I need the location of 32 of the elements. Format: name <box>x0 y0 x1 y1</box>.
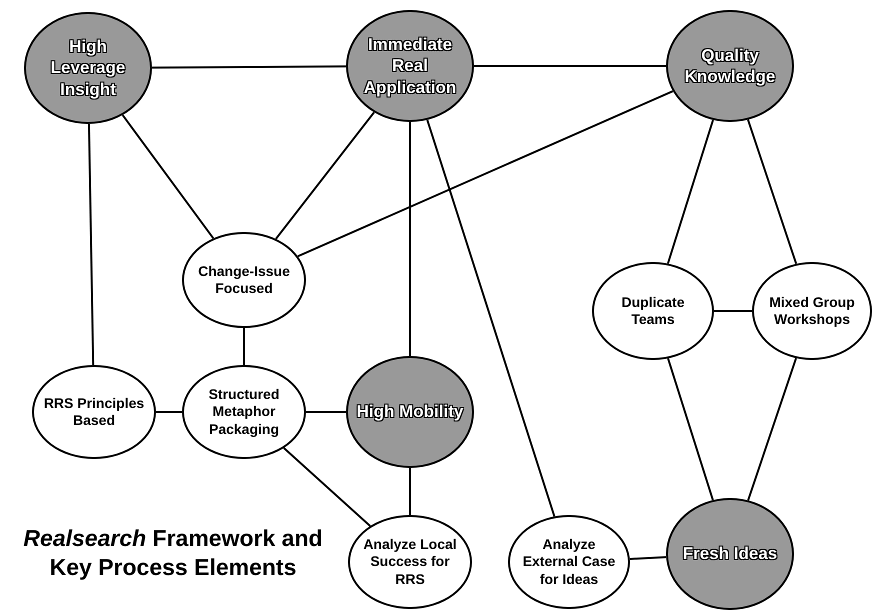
diagram-title: Realsearch Framework and Key Process Elements <box>22 524 324 582</box>
connector-line <box>298 90 674 258</box>
connector-line <box>747 119 798 264</box>
connector-line <box>409 468 411 515</box>
key-element-ellipse: Immediate Real Application <box>346 10 474 122</box>
connector-line <box>275 112 375 240</box>
process-element-ellipse: Structured Metaphor Packaging <box>182 365 306 459</box>
connector-line <box>122 114 214 239</box>
process-element-ellipse: Analyze External Case for Ideas <box>508 515 630 609</box>
key-element-ellipse: Quality Knowledge <box>666 10 794 122</box>
connector-line <box>630 556 666 560</box>
process-element-ellipse: Change-Issue Focused <box>182 232 306 328</box>
connector-line <box>243 328 245 365</box>
connector-line <box>306 411 346 413</box>
key-element-ellipse: High Mobility <box>346 356 474 468</box>
key-element-ellipse: High Leverage Insight <box>24 12 152 124</box>
connector-line <box>156 411 182 413</box>
connector-line <box>714 310 752 312</box>
connector-line <box>666 120 714 264</box>
connector-line <box>409 122 411 356</box>
process-element-ellipse: Duplicate Teams <box>592 262 714 360</box>
connector-line <box>283 447 371 527</box>
connector-line <box>88 124 94 366</box>
key-element-ellipse: Fresh Ideas <box>666 498 794 610</box>
connector-line <box>152 65 346 69</box>
connector-line <box>667 358 714 500</box>
connector-line <box>747 358 797 501</box>
connector-line <box>474 65 666 67</box>
process-element-ellipse: RRS Principles Based <box>32 365 156 459</box>
process-element-ellipse: Analyze Local Success for RRS <box>348 515 472 609</box>
process-element-ellipse: Mixed Group Workshops <box>752 262 872 360</box>
connector-line <box>426 120 556 517</box>
